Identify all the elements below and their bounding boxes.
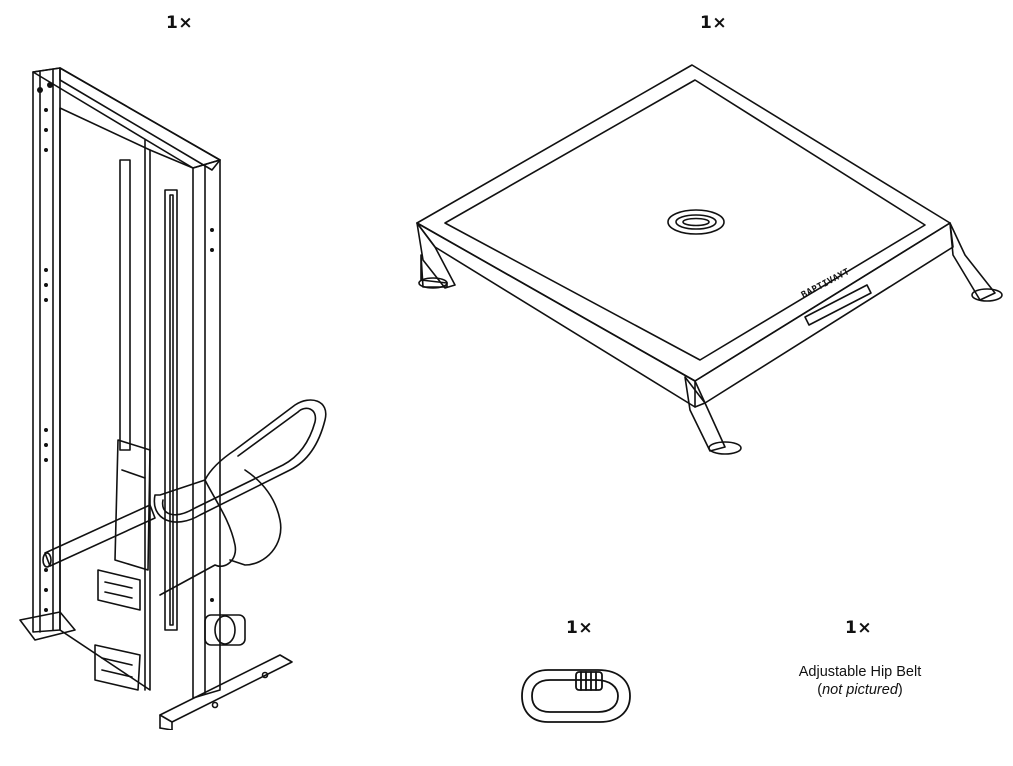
hip-belt-note: not pictured (822, 682, 898, 698)
note-close-paren: ) (897, 682, 903, 698)
carabiner-icon (518, 662, 638, 730)
quantity-label-carabiner: 1× (566, 618, 594, 638)
note-open-paren: ( (817, 682, 823, 698)
platform-stand-icon (405, 55, 1013, 470)
hip-belt-name: Adjustable Hip Belt (798, 664, 922, 680)
quantity-label-platform: 1× (700, 13, 728, 33)
quantity-label-hip-belt: 1× (845, 618, 873, 638)
hip-belt-note-line: (not pictured) (770, 681, 950, 699)
quantity-label-tower: 1× (166, 13, 194, 33)
hip-belt-caption: Adjustable Hip Belt (not pictured) (770, 663, 950, 699)
cable-tower-frame-icon (0, 0, 340, 730)
